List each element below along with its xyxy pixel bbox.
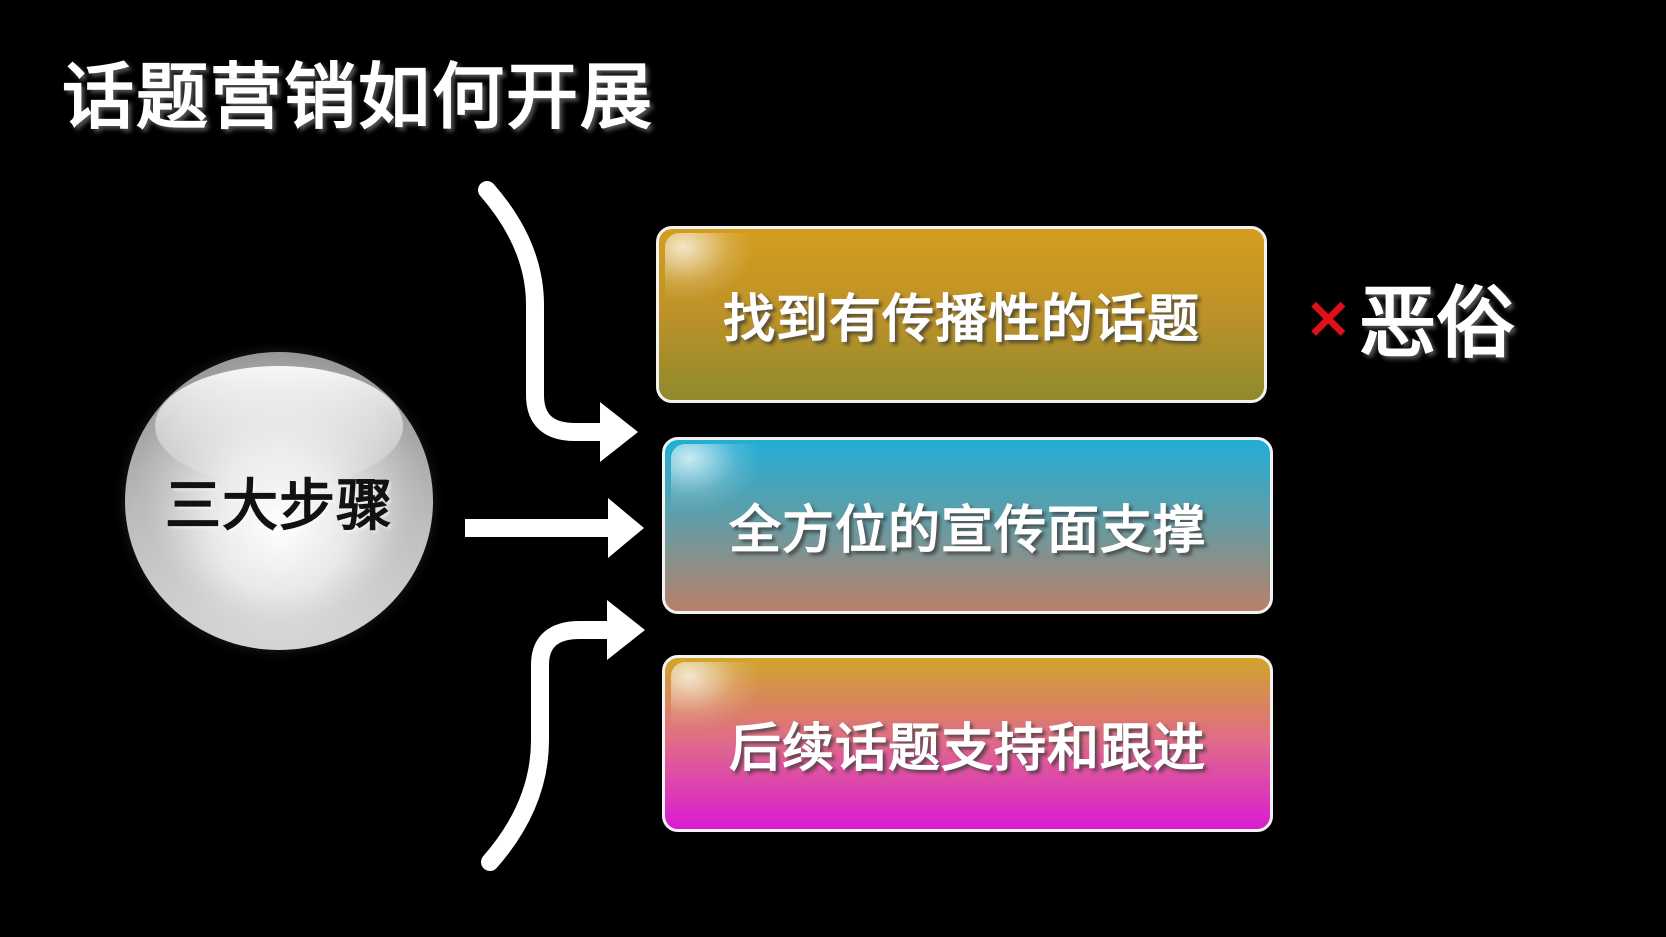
arrowhead-middle	[608, 498, 644, 558]
center-label: 三大步骤	[165, 473, 393, 539]
side-note: × 恶俗	[1304, 272, 1515, 369]
connector-bottom	[481, 621, 619, 871]
step-shine	[671, 444, 761, 514]
step-box-1: 找到有传播性的话题	[656, 226, 1267, 403]
cross-icon: ×	[1304, 283, 1353, 351]
arrowhead-bottom	[607, 600, 645, 660]
step-1-label: 找到有传播性的话题	[722, 290, 1200, 350]
step-shine	[671, 662, 761, 732]
step-box-2: 全方位的宣传面支撑	[662, 437, 1273, 614]
step-2-label: 全方位的宣传面支撑	[728, 501, 1206, 561]
center-sphere: 三大步骤	[125, 352, 433, 650]
arrowhead-top	[600, 402, 638, 462]
slide-title: 话题营销如何开展	[62, 55, 655, 139]
step-box-3: 后续话题支持和跟进	[662, 655, 1273, 832]
connector-top	[478, 181, 612, 441]
sphere-gloss	[155, 366, 403, 486]
side-note-text: 恶俗	[1358, 279, 1515, 369]
step-shine	[665, 233, 755, 303]
step-3-label: 后续话题支持和跟进	[728, 719, 1206, 779]
